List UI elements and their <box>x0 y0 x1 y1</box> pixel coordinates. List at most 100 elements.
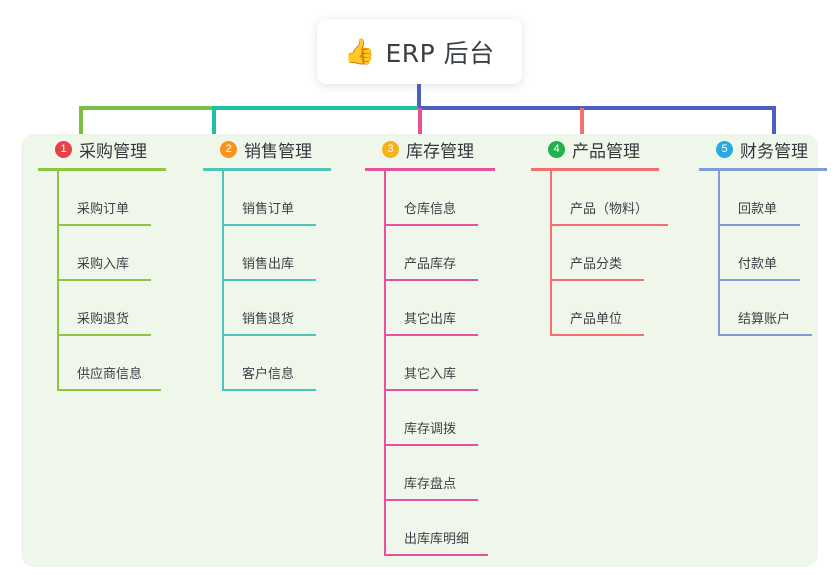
bus-blue <box>418 106 776 110</box>
branch-spine-inventory <box>384 171 386 556</box>
branch-rule-product <box>531 168 659 171</box>
branch-items-product: 产品（物料） 产品分类产品单位 <box>550 171 711 336</box>
leaf-item-rule <box>384 224 478 226</box>
leaf-item-label: 销售退货 <box>242 312 295 327</box>
drop-inventory <box>418 108 422 146</box>
leaf-item-label: 产品（物料） <box>570 202 649 217</box>
branch-spine-finance <box>718 171 720 336</box>
leaf-item[interactable]: 销售订单 <box>222 171 373 226</box>
leaf-item-rule <box>718 279 800 281</box>
bus-green <box>79 106 212 110</box>
leaf-item[interactable]: 付款单 <box>718 226 839 281</box>
leaf-item-label: 客户信息 <box>242 367 295 382</box>
branch-number-badge-inventory: 3 <box>382 140 399 158</box>
thumbs-up-icon: 👍 <box>344 37 376 66</box>
drop-purchase <box>79 108 83 146</box>
drop-sales <box>212 108 216 146</box>
leaf-item-label: 销售订单 <box>242 202 295 217</box>
drop-product <box>580 108 584 146</box>
leaf-item[interactable]: 销售出库 <box>222 226 373 281</box>
leaf-item[interactable]: 客户信息 <box>222 336 373 391</box>
bus-teal <box>212 106 418 110</box>
leaf-item[interactable]: 仓库信息 <box>384 171 543 226</box>
branch-rule-inventory <box>365 168 495 171</box>
branch-header-inventory[interactable]: 3 库存管理 <box>365 134 543 164</box>
leaf-item-rule <box>550 224 668 226</box>
leaf-item-rule <box>57 334 151 336</box>
leaf-item-rule <box>222 389 316 391</box>
leaf-item-rule <box>718 224 800 226</box>
branch-title-inventory: 库存管理 <box>406 141 474 162</box>
leaf-item-label: 采购订单 <box>77 202 130 217</box>
branch-number-badge-sales: 2 <box>220 140 237 158</box>
leaf-item-label: 产品分类 <box>570 257 623 272</box>
branch-title-sales: 销售管理 <box>244 141 312 162</box>
leaf-item-label: 结算账户 <box>738 312 791 327</box>
leaf-item-rule <box>384 444 478 446</box>
leaf-item[interactable]: 结算账户 <box>718 281 839 336</box>
leaf-item[interactable]: 采购订单 <box>57 171 218 226</box>
leaf-item[interactable]: 其它出库 <box>384 281 543 336</box>
leaf-item-label: 供应商信息 <box>77 367 143 382</box>
leaf-item[interactable]: 库存盘点 <box>384 446 543 501</box>
root-title-text: ERP 后台 <box>385 38 495 68</box>
leaf-item[interactable]: 回款单 <box>718 171 839 226</box>
leaf-item-rule <box>384 499 478 501</box>
branch-column-product: 4 产品管理产品（物料） 产品分类产品单位 <box>531 134 711 336</box>
leaf-item[interactable]: 产品库存 <box>384 226 543 281</box>
leaf-item[interactable]: 其它入库 <box>384 336 543 391</box>
leaf-item-rule <box>222 224 316 226</box>
leaf-item-rule <box>550 279 644 281</box>
root-title-card[interactable]: 👍 ERP 后台 <box>317 19 522 84</box>
leaf-item-rule <box>222 279 316 281</box>
branch-header-sales[interactable]: 2 销售管理 <box>203 134 373 164</box>
leaf-item-rule <box>57 389 161 391</box>
branch-header-product[interactable]: 4 产品管理 <box>531 134 711 164</box>
leaf-item-label: 回款单 <box>738 202 778 217</box>
drop-finance <box>772 108 776 146</box>
branch-items-inventory: 仓库信息产品库存其它出库其它入库库存调拨库存盘点出库库明细 <box>384 171 543 556</box>
leaf-item[interactable]: 产品单位 <box>550 281 711 336</box>
leaf-item[interactable]: 库存调拨 <box>384 391 543 446</box>
branch-items-purchase: 采购订单采购入库采购退货供应商信息 <box>57 171 218 391</box>
leaf-item-label: 产品库存 <box>404 257 457 272</box>
leaf-item[interactable]: 产品分类 <box>550 226 711 281</box>
branch-number-badge-product: 4 <box>548 140 565 158</box>
leaf-item-rule <box>57 279 151 281</box>
leaf-item-label: 采购退货 <box>77 312 130 327</box>
leaf-item[interactable]: 销售退货 <box>222 281 373 336</box>
leaf-item-label: 出库库明细 <box>404 532 470 547</box>
leaf-item[interactable]: 采购入库 <box>57 226 218 281</box>
trunk-connector <box>417 84 421 108</box>
leaf-item-label: 付款单 <box>738 257 778 272</box>
branch-spine-product <box>550 171 552 336</box>
leaf-item-rule <box>718 334 812 336</box>
leaf-item-rule <box>550 334 644 336</box>
leaf-item[interactable]: 出库库明细 <box>384 501 543 556</box>
branch-column-inventory: 3 库存管理仓库信息产品库存其它出库其它入库库存调拨库存盘点出库库明细 <box>365 134 543 556</box>
branch-number-badge-purchase: 1 <box>55 140 72 158</box>
leaf-item-rule <box>384 389 478 391</box>
leaf-item-rule <box>384 334 478 336</box>
branch-items-sales: 销售订单销售出库销售退货客户信息 <box>222 171 373 391</box>
leaf-item[interactable]: 采购退货 <box>57 281 218 336</box>
branch-rule-finance <box>699 168 827 171</box>
branch-column-sales: 2 销售管理销售订单销售出库销售退货客户信息 <box>203 134 373 391</box>
leaf-item-rule <box>222 334 316 336</box>
branch-items-finance: 回款单付款单结算账户 <box>718 171 839 336</box>
leaf-item-rule <box>384 279 478 281</box>
branch-rule-sales <box>203 168 331 171</box>
leaf-item[interactable]: 产品（物料） <box>550 171 711 226</box>
branch-spine-sales <box>222 171 224 391</box>
leaf-item[interactable]: 供应商信息 <box>57 336 218 391</box>
branch-title-product: 产品管理 <box>572 141 640 162</box>
branch-title-finance: 财务管理 <box>740 141 808 162</box>
leaf-item-label: 其它入库 <box>404 367 457 382</box>
leaf-item-label: 采购入库 <box>77 257 130 272</box>
